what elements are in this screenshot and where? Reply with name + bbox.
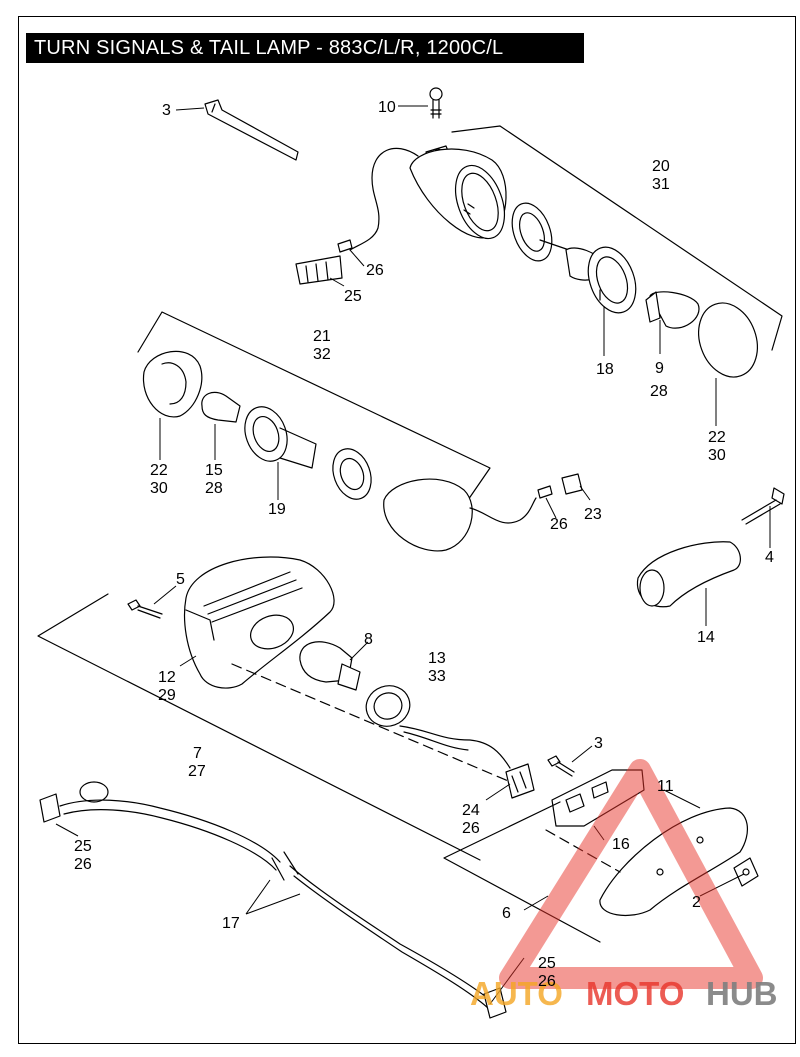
- wire-harness-middle: [469, 497, 537, 524]
- label-18: 18: [596, 361, 614, 378]
- label-15: 15: [205, 462, 223, 479]
- label-30-top: 30: [708, 447, 726, 464]
- watermark-moto: MOTO: [586, 975, 684, 1012]
- label-26-left: 26: [74, 856, 92, 873]
- terminal-26-middle: [537, 485, 553, 499]
- label-25-left: 25: [74, 838, 92, 855]
- connector-23: [561, 473, 583, 495]
- label-11: 11: [657, 778, 674, 795]
- lens-22-middle: [142, 350, 203, 418]
- signal-housing-middle: [383, 478, 473, 552]
- label-3-lower: 3: [594, 735, 603, 752]
- label-26-bottom: 26: [538, 973, 556, 990]
- bulb-8: [299, 641, 361, 691]
- label-25-top: 25: [344, 288, 362, 305]
- label-33: 33: [428, 668, 446, 685]
- bulb-socket-19: [244, 406, 317, 469]
- bulb-9: [645, 291, 700, 329]
- label-13: 13: [428, 650, 446, 667]
- label-28-middle: 28: [205, 480, 223, 497]
- stud-4: [741, 487, 785, 525]
- label-26-lower: 26: [462, 820, 480, 837]
- cable-strap-part: [204, 99, 299, 161]
- bracket-2: [733, 857, 759, 887]
- terminal-26-top: [337, 239, 353, 253]
- label-10: 10: [378, 99, 396, 116]
- label-27: 27: [188, 763, 206, 780]
- label-30-middle: 30: [150, 480, 168, 497]
- label-32: 32: [313, 346, 331, 363]
- main-harness-17: [39, 781, 507, 1019]
- label-28-top: 28: [650, 383, 668, 400]
- label-21: 21: [313, 328, 331, 345]
- label-23: 23: [584, 506, 602, 523]
- label-7: 7: [193, 745, 202, 762]
- diagram-title: TURN SIGNALS & TAIL LAMP - 883C/L/R, 120…: [34, 37, 504, 59]
- label-3-top: 3: [162, 102, 171, 119]
- wire-harness-top: [349, 147, 419, 251]
- label-24: 24: [462, 802, 480, 819]
- label-8: 8: [364, 631, 373, 648]
- tail-lamp-housing-12: [183, 556, 335, 689]
- label-29: 29: [158, 687, 176, 704]
- connector-24-26: [505, 763, 535, 799]
- signal-housing-top: [409, 148, 507, 240]
- label-16: 16: [612, 836, 630, 853]
- bracket-21-32: [137, 311, 491, 501]
- socket-gasket-middle: [332, 448, 372, 500]
- label-19: 19: [268, 501, 286, 518]
- watermark-auto: AUTO: [470, 975, 563, 1012]
- socket-13-33: [365, 685, 511, 769]
- socket-gasket-top: [511, 202, 576, 262]
- part-labels: 3 10 20 31 26 25 18 9 28 22 30 21 32 22 …: [74, 99, 774, 990]
- bulb-15: [201, 391, 241, 423]
- label-17: 17: [222, 915, 240, 932]
- connector-25-top: [295, 255, 343, 285]
- label-5: 5: [176, 571, 185, 588]
- label-25-bottom: 25: [538, 955, 556, 972]
- bulb-socket-18: [565, 246, 637, 314]
- screw-3-lower: [547, 755, 575, 777]
- axis-line-tail: [231, 663, 521, 787]
- screw-5: [127, 599, 163, 619]
- label-12: 12: [158, 669, 176, 686]
- label-26-middle: 26: [550, 516, 568, 533]
- label-20: 20: [652, 158, 670, 175]
- label-6: 6: [502, 905, 511, 922]
- diagram-frame: [18, 16, 796, 1044]
- label-9: 9: [655, 360, 664, 377]
- lamp-base-11: [599, 807, 748, 917]
- title-bar: TURN SIGNALS & TAIL LAMP - 883C/L/R, 120…: [26, 33, 584, 63]
- label-2: 2: [692, 894, 701, 911]
- watermark-logo: AUTO MOTO HUB: [470, 759, 778, 1012]
- label-26-top: 26: [366, 262, 384, 279]
- lens-22-top: [698, 302, 758, 378]
- bracket-20-31: [451, 125, 783, 351]
- label-31: 31: [652, 176, 670, 193]
- label-22-middle: 22: [150, 462, 168, 479]
- bracket-6: [443, 801, 601, 943]
- label-22-top: 22: [708, 429, 726, 446]
- bracket-7-27: [37, 593, 481, 861]
- label-4: 4: [765, 549, 774, 566]
- mount-14: [636, 541, 741, 608]
- watermark-hub: HUB: [706, 975, 778, 1012]
- label-14: 14: [697, 629, 715, 646]
